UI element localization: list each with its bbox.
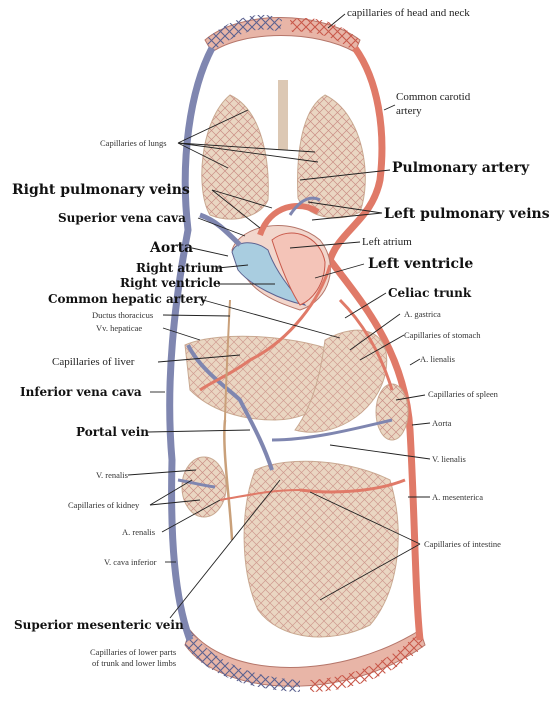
- label-common-hepatic-artery: Common hepatic artery: [48, 292, 207, 306]
- label-a-renalis: A. renalis: [122, 527, 156, 537]
- label-v-renalis: V. renalis: [96, 470, 128, 480]
- label-ductus-thoracicus: Ductus thoracicus: [92, 310, 154, 320]
- label-v-cava-inferior: V. cava inferior: [104, 557, 157, 567]
- label-superior-mesenteric-vein: Superior mesenteric vein: [14, 618, 184, 632]
- label-common-carotid-artery: artery: [396, 105, 422, 117]
- label-inferior-vena-cava: Inferior vena cava: [20, 385, 142, 399]
- label-vv-hepaticae: Vv. hepaticae: [96, 323, 143, 333]
- label-left-pulmonary-veins: Left pulmonary veins: [384, 206, 550, 222]
- leader-lines: [127, 13, 431, 619]
- label-capillaries-stomach: Capillaries of stomach: [404, 330, 481, 340]
- label-capillaries-lungs: Capillaries of lungs: [100, 138, 167, 148]
- label-capillaries-liver: Capillaries of liver: [52, 356, 135, 368]
- label-celiac-trunk: Celiac trunk: [388, 286, 472, 300]
- label-right-atrium: Right atrium: [136, 261, 223, 275]
- head-neck-capillaries: [204, 14, 361, 53]
- label-capillaries-lower-1: Capillaries of lower parts: [90, 647, 177, 657]
- lungs: [201, 80, 366, 220]
- label-capillaries-spleen: Capillaries of spleen: [428, 389, 498, 399]
- label-common-carotid: Common carotid: [396, 91, 471, 103]
- label-capillaries-lower-2: of trunk and lower limbs: [92, 658, 177, 668]
- label-a-lienalis: A. lienalis: [420, 354, 455, 364]
- lower-limbs-capillaries: [184, 628, 426, 692]
- label-a-gastrica: A. gastrica: [404, 309, 441, 319]
- systemic-vein: [166, 46, 216, 642]
- label-superior-vena-cava: Superior vena cava: [58, 211, 186, 225]
- label-a-mesenterica: A. mesenterica: [432, 492, 483, 502]
- label-capillaries-head-neck: capillaries of head and neck: [347, 7, 470, 19]
- spleen: [375, 383, 409, 441]
- label-capillaries-intestine: Capillaries of intestine: [424, 539, 501, 549]
- label-capillaries-kidney: Capillaries of kidney: [68, 500, 140, 510]
- heart: [199, 196, 331, 311]
- systemic-artery: [326, 45, 424, 641]
- label-aorta-small: Aorta: [432, 418, 452, 428]
- label-aorta: Aorta: [150, 240, 194, 256]
- label-portal-vein: Portal vein: [76, 425, 149, 439]
- label-right-ventricle: Right ventricle: [120, 276, 221, 290]
- label-left-ventricle: Left ventricle: [368, 256, 474, 272]
- kidney: [181, 456, 227, 518]
- label-left-atrium: Left atrium: [362, 236, 412, 248]
- label-pulmonary-artery: Pulmonary artery: [392, 160, 530, 176]
- intestine: [243, 460, 399, 638]
- label-right-pulmonary-veins: Right pulmonary veins: [12, 182, 190, 198]
- stomach: [294, 329, 388, 433]
- label-v-lienalis: V. lienalis: [432, 454, 466, 464]
